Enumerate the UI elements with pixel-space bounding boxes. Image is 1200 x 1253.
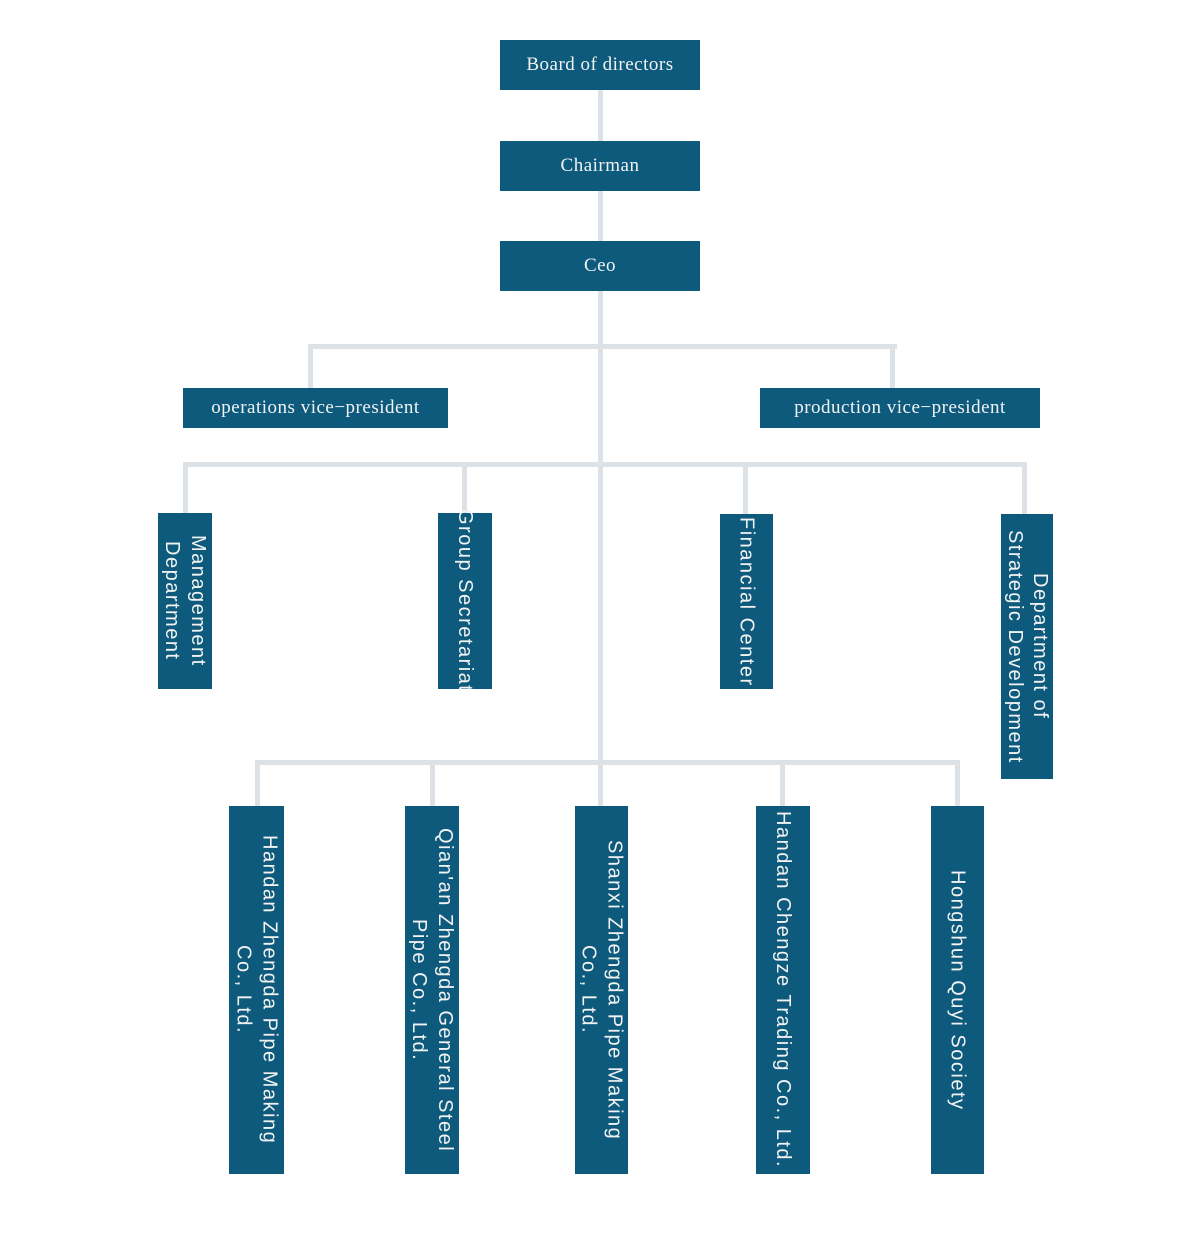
node-label: Handan Chengze Trading Co., Ltd. bbox=[772, 811, 794, 1169]
node-label: Chairman bbox=[560, 155, 640, 176]
node-label: Shanxi Zhengda Pipe Making Co., Ltd. bbox=[577, 839, 626, 1141]
node-group-secretariat: Group Secretariat bbox=[438, 509, 492, 693]
connector-drop-hongshun bbox=[955, 760, 960, 806]
node-hongshun-quyi-society: Hongshun Quyi Society bbox=[931, 806, 984, 1174]
node-handan-chengze-trading: Handan Chengze Trading Co., Ltd. bbox=[756, 806, 810, 1174]
connector-drop-secretariat bbox=[462, 462, 467, 513]
node-label: Qian'an Zhengda General Steel Pipe Co., … bbox=[408, 827, 456, 1153]
node-label: Management Department bbox=[161, 535, 209, 667]
node-shanxi-zhengda-pipe-making: Shanxi Zhengda Pipe Making Co., Ltd. bbox=[575, 806, 628, 1174]
node-label: Department of Strategic Development bbox=[1004, 529, 1051, 764]
node-label: operations vice−president bbox=[211, 397, 420, 418]
node-handan-zhengda-pipe-making: Handan Zhengda Pipe Making Co., Ltd. bbox=[229, 806, 284, 1174]
node-ceo: Ceo bbox=[500, 241, 700, 291]
node-label: production vice−president bbox=[794, 397, 1006, 418]
node-board-of-directors: Board of directors bbox=[500, 40, 700, 90]
node-label: Financial Center bbox=[735, 516, 758, 687]
connector-ceo-trunk bbox=[598, 291, 603, 762]
connector-chairman-ceo bbox=[598, 191, 603, 242]
node-qianan-zhengda-general-steel-pipe: Qian'an Zhengda General Steel Pipe Co., … bbox=[405, 806, 459, 1174]
node-department-of-strategic-development: Department of Strategic Development bbox=[1001, 514, 1053, 779]
connector-level3-rail bbox=[183, 462, 1027, 467]
connector-drop-qianan bbox=[430, 760, 435, 806]
connector-drop-handan-zhengda bbox=[255, 760, 260, 806]
connector-drop-shanxi bbox=[598, 760, 603, 806]
connector-level4-rail bbox=[255, 760, 960, 765]
connector-drop-chengze bbox=[780, 760, 785, 806]
connector-drop-operations bbox=[308, 344, 313, 388]
connector-level2-rail bbox=[308, 344, 897, 349]
connector-drop-management bbox=[183, 462, 188, 513]
node-label: Hongshun Quyi Society bbox=[946, 869, 969, 1111]
node-chairman: Chairman bbox=[500, 141, 700, 191]
connector-drop-production bbox=[890, 344, 895, 388]
connector-drop-financial bbox=[743, 462, 748, 514]
node-operations-vice-president: operations vice−president bbox=[183, 388, 448, 428]
node-label: Group Secretariat bbox=[454, 509, 476, 693]
node-production-vice-president: production vice−president bbox=[760, 388, 1040, 428]
node-label: Board of directors bbox=[526, 54, 674, 75]
node-financial-center: Financial Center bbox=[720, 514, 773, 689]
node-label: Ceo bbox=[583, 255, 617, 276]
connector-drop-strategic bbox=[1022, 462, 1027, 514]
node-management-department: Management Department bbox=[158, 513, 212, 689]
connector-board-chairman bbox=[598, 90, 603, 142]
node-label: Handan Zhengda Pipe Making Co., Ltd. bbox=[232, 835, 281, 1145]
